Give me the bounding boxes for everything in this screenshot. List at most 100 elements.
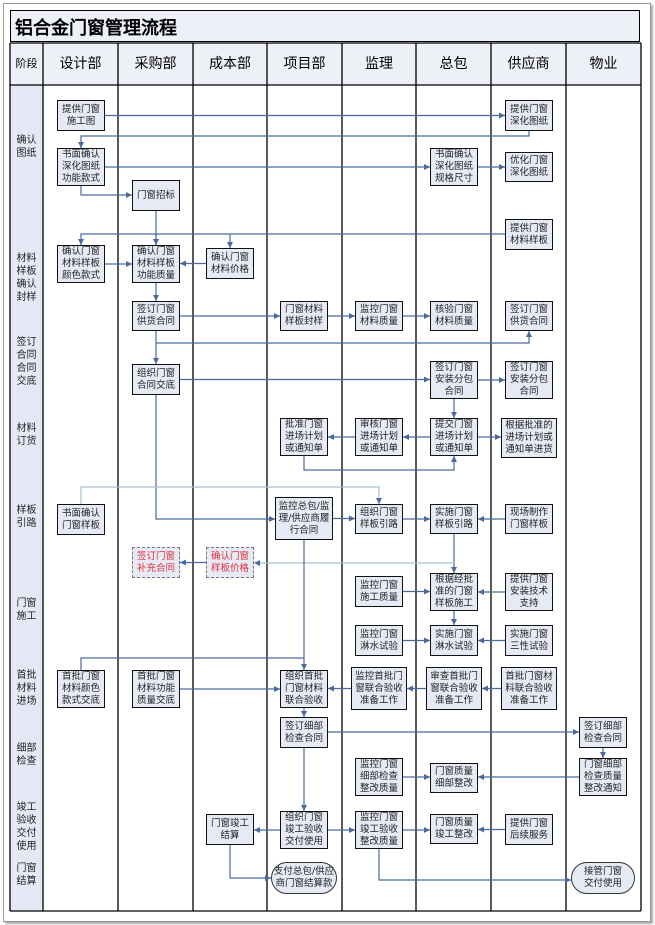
arrow-head-icon — [126, 261, 132, 267]
arrow-head-icon — [499, 164, 505, 170]
process-node-s4[interactable]: 签订门窗 供货合同 — [505, 301, 553, 331]
stage-label: 材料 订货 — [10, 422, 43, 448]
process-node-w2[interactable]: 门窗细部 检查质量 整改通知 — [579, 758, 627, 796]
arrow-head-icon — [349, 515, 355, 522]
stage-label: 门窗 结算 — [10, 862, 43, 888]
process-node-c1[interactable]: 确认门窗 材料价格 — [206, 248, 254, 279]
arrow-head-icon — [403, 434, 409, 440]
arrow-head-icon — [254, 827, 260, 833]
header-lane-8: 物业 — [566, 43, 641, 85]
arrow-head-icon — [478, 774, 484, 780]
process-node-c3[interactable]: 门窗竣工 结算 — [206, 814, 254, 845]
process-node-w3[interactable]: 接管门窗 交付使用 — [571, 862, 635, 894]
connector — [303, 456, 455, 471]
process-node-x1[interactable]: 门窗材料 样板封样 — [280, 301, 328, 331]
process-node-d2[interactable]: 书面确认 深化图纸 功能款式 — [57, 148, 105, 186]
process-node-p2[interactable]: 确认门窗 材料样板 功能质量 — [132, 245, 180, 283]
arrow-head-icon — [478, 826, 484, 833]
title-bar: 铝合金门窗管理流程 — [10, 10, 640, 42]
process-node-d1[interactable]: 提供门窗 施工图 — [57, 100, 105, 131]
process-node-s3[interactable]: 提供门窗 材料样板 — [505, 219, 553, 250]
arrow-head-icon — [180, 559, 186, 566]
process-node-x4[interactable]: 组织首批 门窗材料 联合验收 — [280, 670, 328, 708]
arrow-head-icon — [478, 637, 484, 644]
process-node-j3[interactable]: 组织门窗 样板引路 — [355, 504, 403, 534]
arrow-head-icon — [482, 685, 488, 692]
arrow-head-icon — [328, 685, 334, 692]
process-node-g10[interactable]: 门窗质量 竣工整改 — [430, 814, 478, 844]
header-lane-4: 项目部 — [267, 43, 342, 85]
process-node-j4[interactable]: 监控门窗 施工质量 — [355, 576, 403, 607]
arrow-head-icon — [265, 875, 271, 881]
process-node-x7[interactable]: 支付总包/供应 商门窗结算款 — [271, 862, 337, 894]
stage-label: 首批 材料 进场 — [10, 668, 43, 708]
arrow-head-icon — [376, 498, 382, 504]
arrow-head-icon — [451, 619, 457, 625]
process-node-g5[interactable]: 实施门窗 样板引路 — [430, 504, 478, 534]
process-node-p4[interactable]: 组织门窗 合同交底 — [132, 364, 180, 395]
diagram-title: 铝合金门窗管理流程 — [15, 18, 177, 39]
arrow-head-icon — [180, 260, 186, 267]
process-node-x2[interactable]: 批准门窗 进场计划 或通知单 — [280, 418, 328, 456]
header-lane-2: 采购部 — [118, 43, 193, 85]
process-node-g8[interactable]: 审查首批门 窗联合验收 准备工作 — [426, 667, 482, 710]
process-node-j8[interactable]: 监控门窗 竣工验收 整改质量 — [355, 811, 403, 849]
process-node-d5[interactable]: 首批门窗 材料颜色 款式交底 — [57, 670, 105, 708]
process-node-c2[interactable]: 确认门窗 样板价格 — [206, 547, 254, 578]
process-node-s7[interactable]: 现场制作 门窗样板 — [505, 504, 553, 534]
process-node-s5[interactable]: 签订门窗 安装分包 合同 — [505, 361, 553, 399]
arrow-head-icon — [424, 516, 430, 522]
process-node-s2[interactable]: 优化门窗 深化图纸 — [505, 152, 553, 182]
process-node-g7[interactable]: 实施门窗 淋水试验 — [430, 625, 478, 656]
stage-label: 签订 合同 合同 交底 — [10, 336, 43, 388]
process-node-j6[interactable]: 监控首批门 窗联合验收 准备工作 — [351, 667, 407, 710]
arrow-head-icon — [424, 313, 430, 319]
process-node-x3[interactable]: 监控总包/监 理/供应商履 行合同 — [275, 497, 333, 540]
process-node-p6[interactable]: 首批门窗 材料功能 质量交底 — [132, 670, 180, 708]
process-node-j5[interactable]: 监控门窗 淋水试验 — [355, 625, 403, 656]
process-node-g1[interactable]: 书面确认 深化图纸 规格尺寸 — [430, 148, 478, 186]
process-node-s10[interactable]: 首批门窗材 料联合验收 准备工作 — [501, 667, 557, 710]
arrow-head-icon — [78, 142, 84, 148]
process-node-g2[interactable]: 核验门窗 材料质量 — [430, 301, 478, 331]
arrow-head-icon — [478, 516, 484, 522]
header-lane-5: 监理 — [342, 43, 416, 85]
arrow-head-icon — [424, 588, 430, 595]
process-node-w1[interactable]: 签订细部 检查合同 — [579, 717, 627, 748]
process-node-g9[interactable]: 门窗质量 细部整改 — [430, 763, 478, 793]
arrow-head-icon — [78, 239, 84, 245]
arrow-head-icon — [254, 560, 260, 566]
connector — [155, 395, 275, 520]
process-node-x5[interactable]: 签订细部 检查合同 — [280, 717, 328, 748]
process-node-x6[interactable]: 组织门窗 竣工验收 交付使用 — [280, 811, 328, 849]
arrow-head-icon — [499, 377, 505, 383]
process-node-p1[interactable]: 门窗招标 — [132, 180, 180, 211]
arrow-head-icon — [451, 412, 457, 418]
arrow-head-icon — [349, 313, 355, 319]
stage-label: 细部 检查 — [10, 742, 43, 768]
process-node-p5[interactable]: 签订门窗 补充合同 — [132, 547, 180, 578]
process-node-d3[interactable]: 确认门窗 材料样板 颜色款式 — [57, 245, 105, 283]
process-node-j1[interactable]: 监控门窗 材料质量 — [355, 301, 403, 331]
arrow-head-icon — [424, 774, 430, 780]
process-node-g4[interactable]: 提交门窗 进场计划 或通知单 — [430, 418, 478, 456]
process-node-d4[interactable]: 书面确认 门窗样板 — [57, 504, 105, 535]
arrow-head-icon — [153, 358, 159, 364]
process-node-s8[interactable]: 提供门窗 安装技术 支持 — [505, 573, 553, 611]
arrow-head-icon — [301, 805, 307, 811]
process-node-g6[interactable]: 根据经批 准的门窗 样板施工 — [430, 573, 478, 611]
process-node-p3[interactable]: 签订门窗 供货合同 — [132, 301, 180, 331]
process-node-s1[interactable]: 提供门窗 深化图纸 — [505, 100, 553, 131]
arrow-head-icon — [126, 192, 132, 198]
process-node-s11[interactable]: 提供门窗 后续服务 — [505, 814, 553, 845]
connector — [80, 486, 380, 504]
arrow-head-icon — [526, 331, 532, 337]
process-node-j2[interactable]: 审核门窗 进场计划 或通知单 — [355, 418, 403, 456]
process-node-g3[interactable]: 签订门窗 安装分包 合同 — [430, 361, 478, 399]
process-node-s6[interactable]: 根据批准的 进场计划或 通知单进货 — [501, 418, 557, 458]
process-node-s9[interactable]: 实施门窗 三性试验 — [505, 625, 553, 656]
connector — [80, 186, 132, 196]
stage-label: 确认 图纸 — [10, 134, 43, 160]
process-node-j7[interactable]: 监控门窗 细部检查 整改质量 — [355, 758, 403, 796]
